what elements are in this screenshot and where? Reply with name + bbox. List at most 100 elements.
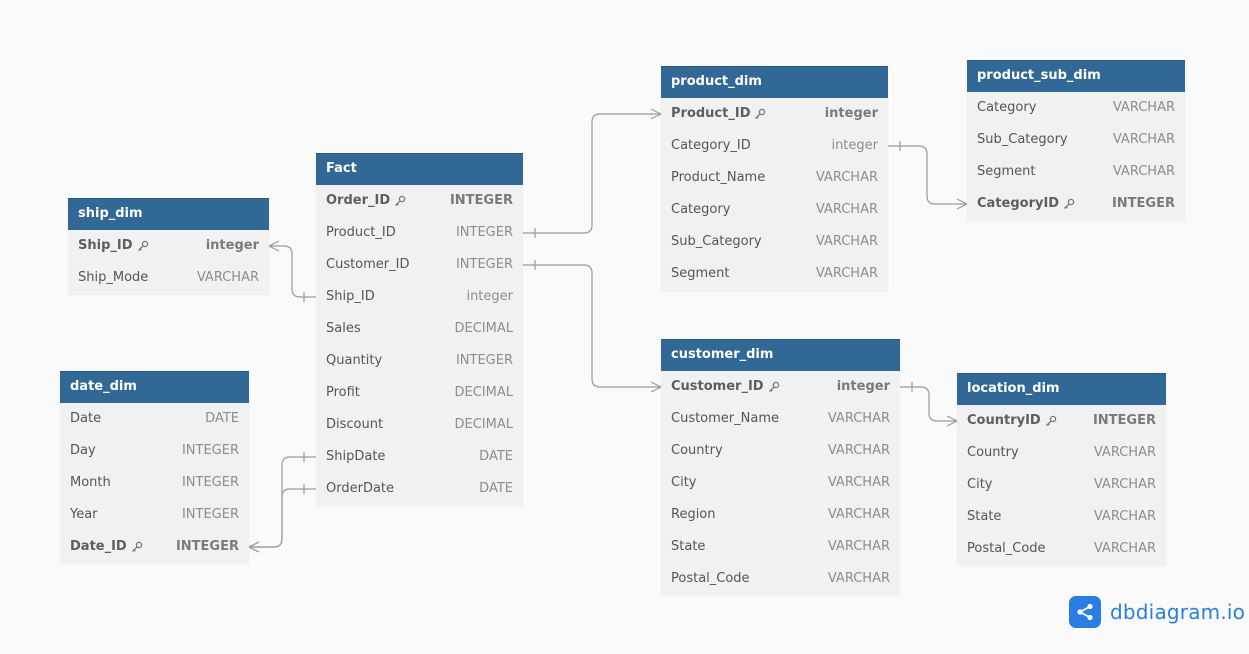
primary-key-icon xyxy=(754,108,766,120)
column-name-text: Postal_Code xyxy=(671,571,750,586)
relationship-line xyxy=(523,264,661,388)
column-name-text: ShipDate xyxy=(326,449,386,464)
table-header[interactable]: customer_dim xyxy=(661,339,900,371)
column-name: Category xyxy=(671,194,730,226)
table-header[interactable]: product_dim xyxy=(661,66,888,98)
column-name: Customer_Name xyxy=(671,403,779,435)
table-header[interactable]: ship_dim xyxy=(68,198,269,230)
column-name: Country xyxy=(671,435,723,467)
column-name: OrderDate xyxy=(326,473,394,505)
column-name: Year xyxy=(70,499,98,531)
column-name: Quantity xyxy=(326,345,382,377)
column-name-text: OrderDate xyxy=(326,481,395,496)
table-header[interactable]: product_sub_dim xyxy=(967,60,1185,92)
column-name: Month xyxy=(70,467,111,499)
relationship-line xyxy=(888,145,967,205)
primary-key-icon xyxy=(131,541,143,553)
column-type: INTEGER xyxy=(455,257,513,272)
column-name: ShipDate xyxy=(326,441,385,473)
column-name: CategoryID xyxy=(977,188,1075,220)
column-name-text: Customer_ID xyxy=(671,379,764,394)
brand-logo[interactable]: dbdiagram.io xyxy=(1069,596,1245,628)
column-name-text: Product_ID xyxy=(326,225,396,240)
table-header[interactable]: date_dim xyxy=(60,371,249,403)
table-header[interactable]: location_dim xyxy=(957,373,1166,405)
column-type: INTEGER xyxy=(175,539,239,554)
column-type: integer xyxy=(824,106,878,121)
column-type: DATE xyxy=(479,481,513,496)
column-name-text: State xyxy=(671,539,706,554)
primary-key-icon xyxy=(394,195,406,207)
column-row[interactable]: OrderDate DATE xyxy=(316,473,523,505)
column-type: VARCHAR xyxy=(827,507,890,522)
primary-key-icon xyxy=(137,240,149,252)
column-name: Segment xyxy=(671,258,730,290)
column-name-text: Customer_Name xyxy=(671,411,779,426)
column-row[interactable]: Region VARCHAR xyxy=(661,499,900,531)
column-name: Date xyxy=(70,403,101,435)
column-type: VARCHAR xyxy=(1112,132,1175,147)
column-name-text: City xyxy=(967,477,993,492)
column-type: VARCHAR xyxy=(827,475,890,490)
many-cardinality-mark xyxy=(267,240,280,252)
relationship-line xyxy=(249,488,316,548)
column-name: Segment xyxy=(977,156,1036,188)
column-name: Category xyxy=(977,92,1036,124)
column-type: INTEGER xyxy=(449,193,513,208)
relationship-line xyxy=(269,245,316,298)
column-name-text: Segment xyxy=(977,164,1036,179)
column-row[interactable]: City VARCHAR xyxy=(661,467,900,499)
column-name-text: Month xyxy=(70,475,111,490)
column-type: DECIMAL xyxy=(454,417,514,432)
primary-key-icon xyxy=(768,381,780,393)
column-name-text: Region xyxy=(671,507,716,522)
table-header[interactable]: Fact xyxy=(316,153,523,185)
column-name: City xyxy=(671,467,696,499)
column-type: VARCHAR xyxy=(196,270,259,285)
